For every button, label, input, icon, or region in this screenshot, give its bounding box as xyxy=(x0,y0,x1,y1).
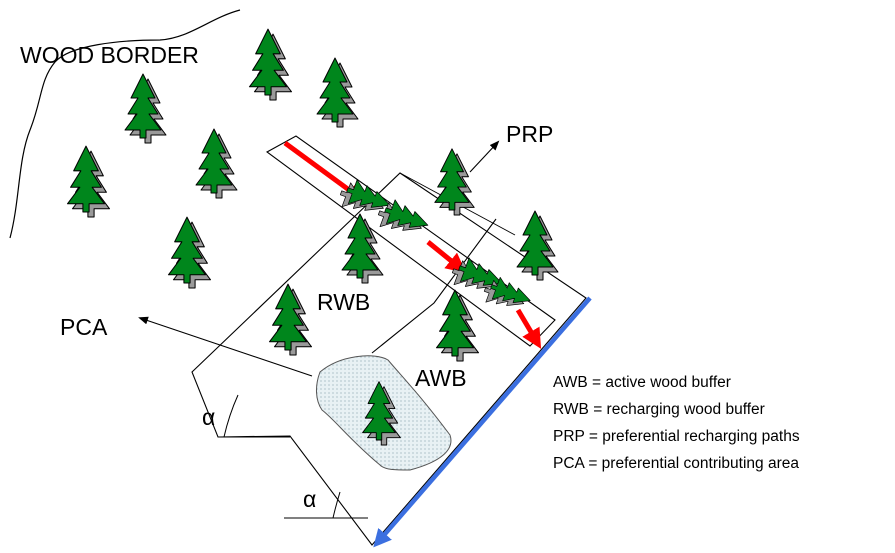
legend-item-pca: PCA = preferential contributing area xyxy=(553,455,799,472)
alpha-upper-arc xyxy=(223,394,239,438)
conifer-tree-icon xyxy=(316,57,354,123)
flow-arrow-icon xyxy=(426,240,467,274)
rwb-awb-boundary xyxy=(371,218,497,354)
prp-label: PRP xyxy=(506,121,553,147)
wood-border-label: WOOD BORDER xyxy=(20,42,199,68)
alpha-upper-label: α xyxy=(202,404,215,430)
pca-pointer xyxy=(138,316,313,377)
wood-border-line xyxy=(9,9,241,239)
conifer-tree-icon xyxy=(434,148,470,211)
prp-pointer xyxy=(469,140,500,173)
legend-item-prp: PRP = preferential recharging paths xyxy=(553,428,800,445)
awb-label: AWB xyxy=(415,365,467,391)
conifer-tree-icon xyxy=(195,128,233,194)
rwb-label: RWB xyxy=(317,289,370,315)
legend: AWB = active wood buffer RWB = rechargin… xyxy=(553,374,800,472)
pca-label: PCA xyxy=(60,314,108,340)
trees xyxy=(66,28,559,446)
conifer-tree-icon xyxy=(268,283,308,351)
stream-arrow xyxy=(373,296,592,548)
conifer-tree-icon xyxy=(124,73,162,139)
alpha-lower-arc xyxy=(332,491,341,519)
prp-path-polygon xyxy=(265,135,556,347)
conifer-tree-icon xyxy=(66,145,106,213)
conifer-tree-icon xyxy=(167,216,207,284)
flow-arrow-icon xyxy=(515,308,542,349)
conifer-tree-icon xyxy=(248,28,288,96)
conifer-tree-icon xyxy=(516,210,554,276)
legend-item-awb: AWB = active wood buffer xyxy=(553,374,731,391)
alpha-lower-label: α xyxy=(303,486,316,512)
legend-item-rwb: RWB = recharging wood buffer xyxy=(553,401,765,418)
